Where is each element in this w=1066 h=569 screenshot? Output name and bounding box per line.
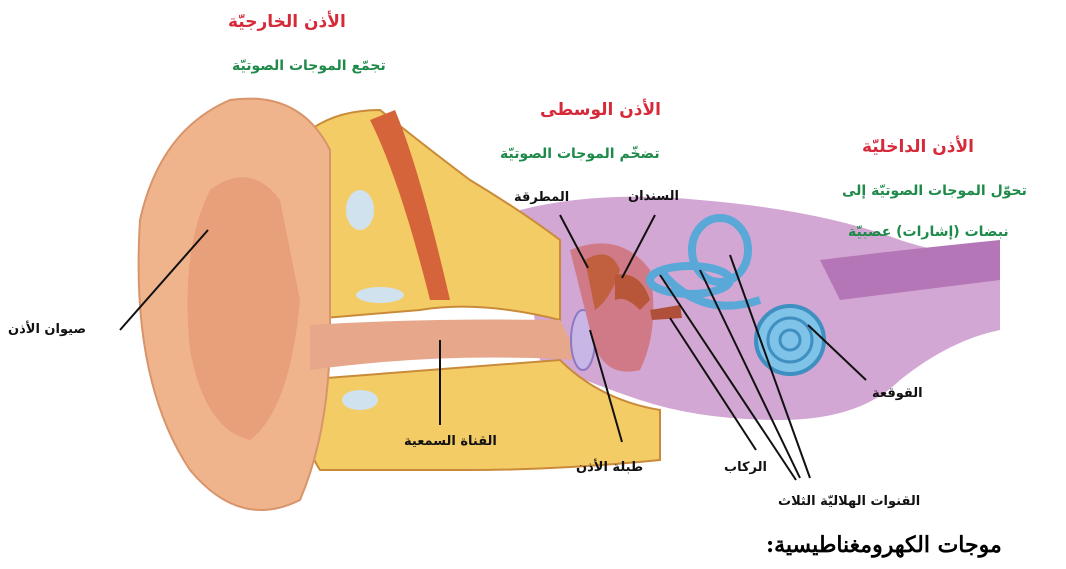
outer-ear-desc: تجمّع الموجات الصوتيّة [232,58,386,74]
middle-ear-title: الأذن الوسطى [540,100,661,120]
label-eardrum: طبلة الأذن [576,460,643,475]
inner-ear-desc-2: نبضات (إشارات) عصبيّة [848,224,1009,240]
bone-cavity [342,390,378,410]
middle-ear-desc: تضخّم الموجات الصوتيّة [500,146,660,162]
cochlea-spiral [756,306,824,374]
label-pinna: صيوان الأذن [8,322,86,337]
bone-cavity [346,190,374,230]
label-cochlea: القوقعة [872,386,923,401]
bone-cavity [356,287,404,303]
label-malleus: المطرقة [514,190,569,205]
inner-ear-desc-1: تحوّل الموجات الصوتيّة إلى [842,183,1027,199]
label-ear-canal: القناة السمعية [404,434,497,449]
footer-heading: موجات الكهرومغناطيسية: [766,532,1002,558]
inner-ear-title: الأذن الداخليّة [862,137,974,157]
label-incus: السندان [628,189,679,204]
label-semicircular-canals: القنوات الهلاليّة الثلاث [778,494,920,509]
outer-ear-title: الأذن الخارجيّة [228,12,346,32]
label-stapes: الركاب [724,460,767,475]
